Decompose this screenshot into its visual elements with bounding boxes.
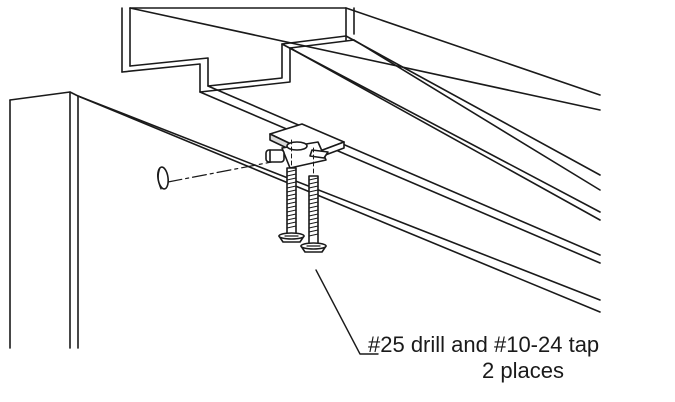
drilled-hole — [157, 166, 169, 190]
center-line — [167, 159, 283, 183]
screw-right — [300, 175, 327, 253]
callout-note: #25 drill and #10-24 tap 2 places — [368, 332, 675, 384]
screw-left — [278, 167, 305, 243]
channel-rail — [121, 7, 601, 264]
left-panel — [9, 91, 601, 349]
callout-line-1: #25 drill and #10-24 tap — [368, 332, 600, 357]
callout-leader — [315, 269, 379, 355]
latch-block — [265, 123, 345, 169]
callout-line-2: 2 places — [482, 358, 564, 383]
